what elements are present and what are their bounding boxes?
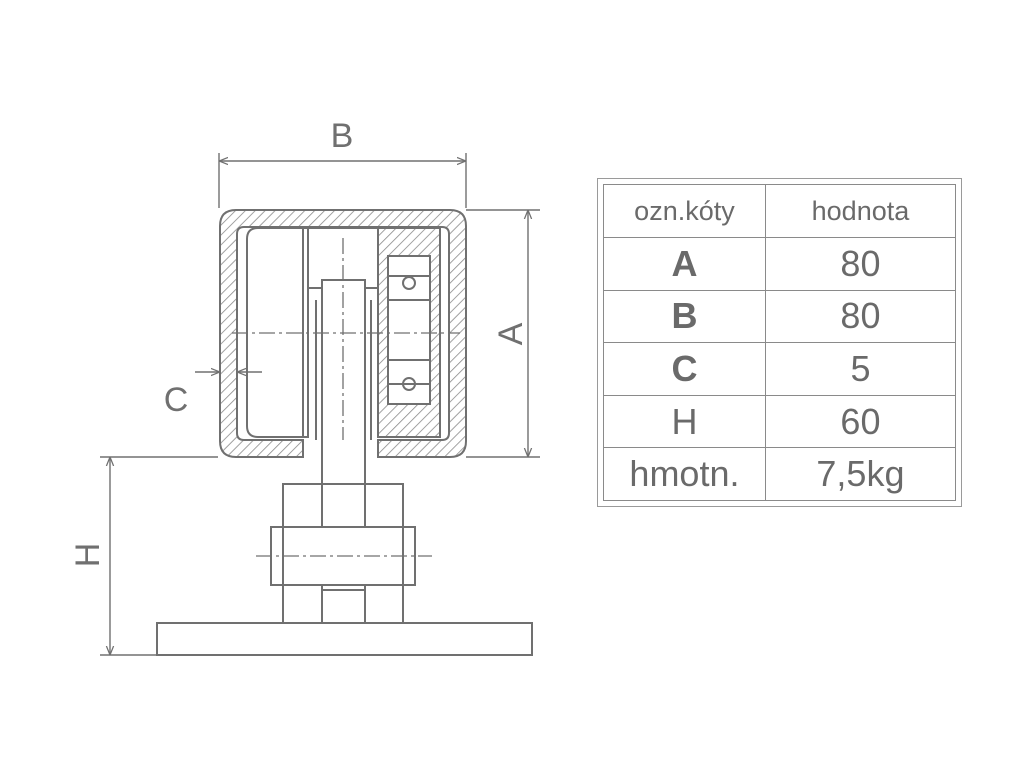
dim-h-label: H [69, 543, 107, 568]
bearing [387, 255, 431, 405]
table-row-key: A [603, 237, 766, 291]
table-row: A 80 [603, 237, 957, 291]
table-row-value: 5 [764, 342, 957, 396]
table-header-value: hodnota [764, 184, 957, 238]
table-row: hmotn. 7,5kg [603, 447, 957, 501]
dimension-table: ozn.kóty hodnota A 80 B 80 C 5 H 60 hmot [597, 178, 962, 507]
table-row-key: B [603, 289, 766, 344]
table-header-row: ozn.kóty hodnota [603, 184, 957, 238]
main-wheel [246, 227, 309, 438]
dim-a-label: A [492, 322, 530, 345]
table-row-key: H [603, 394, 766, 449]
dim-c-label: C [164, 381, 189, 419]
dim-b-label: B [331, 117, 354, 155]
table-row: B 80 [603, 289, 957, 344]
table-row-value: 7,5kg [764, 447, 957, 501]
table-header-key: ozn.kóty [603, 184, 766, 238]
table-row-key: C [603, 342, 766, 396]
table-row: H 60 [603, 394, 957, 449]
table-row-key: hmotn. [603, 447, 766, 501]
bearing-ball-top [402, 276, 416, 290]
rail-profile [219, 209, 467, 458]
bearing-ball-bottom [402, 377, 416, 391]
table-row: C 5 [603, 342, 957, 396]
base-plate [156, 622, 533, 656]
table-row-value: 80 [764, 237, 957, 291]
table-row-value: 60 [764, 394, 957, 449]
table-row-value: 80 [764, 289, 957, 344]
